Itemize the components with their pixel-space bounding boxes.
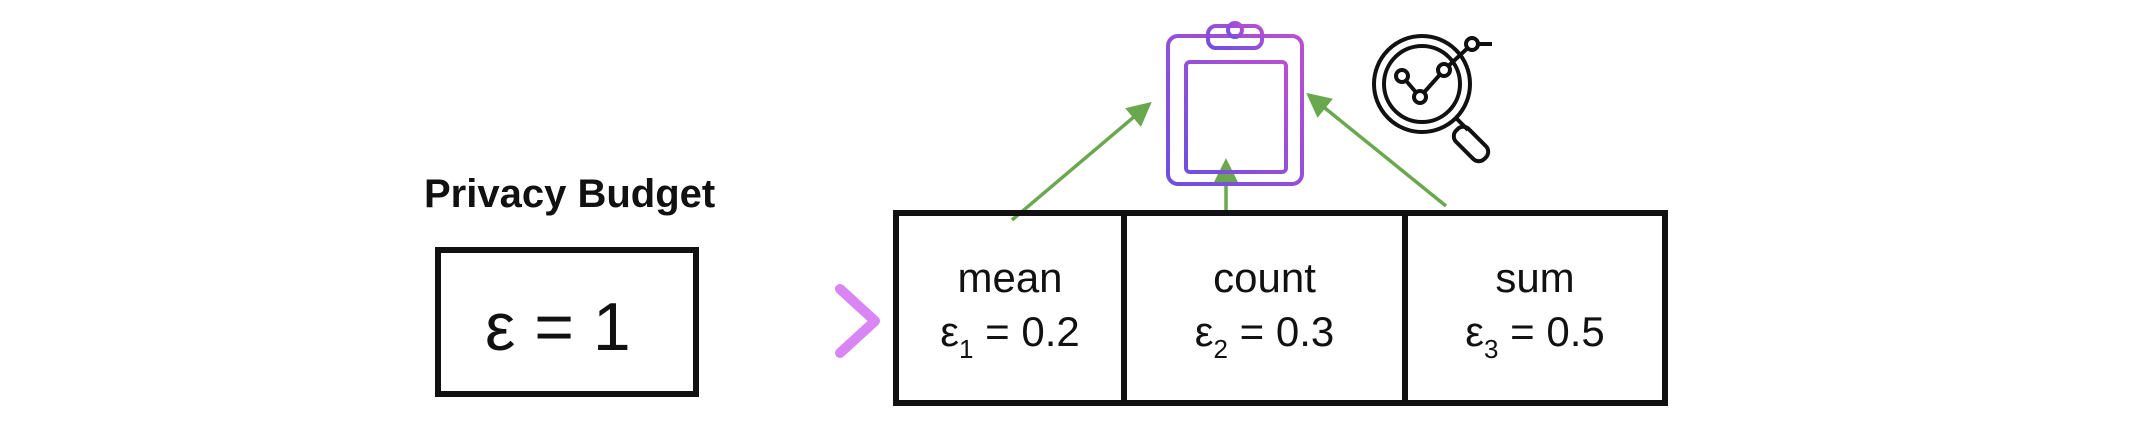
epsilon-subscript: 3 [1484, 334, 1499, 364]
total-budget-box [435, 247, 699, 397]
allocation-name: count [1213, 254, 1316, 301]
clipboard-table-icon [1166, 21, 1304, 186]
epsilon-symbol: ε [1194, 308, 1214, 355]
epsilon-symbol: ε [1465, 308, 1484, 355]
allocation-name: sum [1495, 254, 1575, 301]
mean-connector-arrow [1010, 101, 1152, 222]
sum-connector-arrow [1306, 92, 1448, 208]
allocation-name: mean [957, 254, 1063, 301]
total-budget-equals: = [534, 289, 574, 365]
epsilon-symbol: ε [940, 308, 959, 355]
epsilon-subscript: 2 [1213, 334, 1228, 364]
total-budget-number: 1 [592, 289, 631, 365]
allocation-epsilon: ε2 = 0.3 [1194, 308, 1335, 364]
allocation-cell-mean: mean ε1 = 0.2 [899, 216, 1121, 400]
privacy-budget-title: Privacy Budget [424, 172, 716, 216]
allocation-epsilon: ε3 = 0.5 [1465, 308, 1605, 364]
budget-allocation-table: mean ε1 = 0.2 count ε2 = 0.3 sum ε3 = 0.… [893, 210, 1668, 406]
epsilon-value: 0.2 [1021, 308, 1080, 355]
allocation-cell-count: count ε2 = 0.3 [1121, 216, 1402, 400]
budget-split-arrow [717, 284, 880, 358]
allocation-cell-sum: sum ε3 = 0.5 [1402, 216, 1662, 400]
epsilon-subscript: 1 [959, 334, 974, 364]
total-budget-symbol: ε [485, 289, 516, 365]
total-budget-value: ε = 1 [485, 288, 631, 366]
allocation-epsilon: ε1 = 0.2 [940, 308, 1080, 364]
magnifier-chart-icon [1372, 34, 1492, 164]
epsilon-value: 0.5 [1546, 308, 1605, 355]
epsilon-value: 0.3 [1275, 308, 1335, 355]
